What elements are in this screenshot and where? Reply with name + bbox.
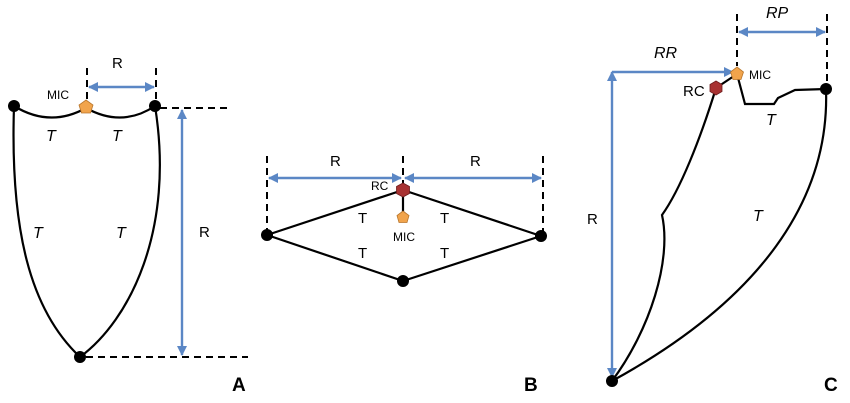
panel-b-edge-upper-left-label: T	[358, 210, 367, 227]
panel-b-rc-label: RC	[371, 179, 389, 193]
panel-a-dim-side-label: R	[199, 224, 210, 241]
panel-a-edge-top-left-label: T	[46, 128, 57, 145]
panel-b-rc-marker	[396, 182, 410, 198]
panel-a-edge-side-left-label: T	[33, 225, 44, 242]
panel-c-node-right	[820, 83, 832, 95]
panel-a-dim-top-label: R	[112, 55, 123, 72]
panel-c-rc-label: RC	[683, 83, 705, 100]
panel-b-edge-upper-right-label: T	[440, 210, 449, 227]
panel-b-node-bottom	[397, 275, 409, 287]
panel-c: RP RR R RC MIC T T C	[587, 5, 838, 396]
panel-c-dim-top-label: RP	[766, 5, 789, 22]
panel-a-edge-side-right	[79, 105, 161, 358]
panel-c-edge-left-branch	[611, 87, 718, 382]
panel-c-dim-side-label: R	[587, 211, 598, 228]
panel-b: R R RC MIC T T T T B	[261, 153, 547, 396]
panel-c-rc-marker	[709, 80, 723, 96]
panel-c-node-bottom	[606, 375, 618, 387]
panel-a-edge-top-left	[13, 105, 87, 119]
panel-b-edge-lower-right-label: T	[440, 245, 449, 262]
panel-a-edge-top-right	[85, 105, 156, 119]
panel-c-mic-label: MIC	[749, 68, 771, 82]
panel-b-dim-right-label: R	[470, 153, 481, 170]
panel-a: R R MIC T T T T A	[8, 55, 248, 396]
panel-c-edge-side	[611, 88, 828, 382]
panel-b-mic-label: MIC	[393, 230, 415, 244]
panel-c-edge-top-label: T	[766, 112, 777, 129]
panel-b-node-right	[535, 230, 547, 242]
panel-b-dim-left-label: R	[330, 153, 341, 170]
panel-c-edge-side-label: T	[753, 208, 764, 225]
panel-a-label: A	[232, 375, 246, 396]
panel-b-node-left	[261, 229, 273, 241]
panel-b-edge-lower-left	[266, 233, 404, 283]
panel-a-mic-marker	[78, 99, 94, 114]
panel-b-edge-lower-right	[402, 234, 542, 283]
panel-c-mic-marker	[730, 66, 744, 80]
panel-a-edge-side-right-label: T	[116, 225, 127, 242]
panel-b-edge-lower-left-label: T	[358, 245, 367, 262]
panel-c-dim-left-label: RR	[654, 45, 678, 62]
panel-b-edge-upper-right	[402, 188, 542, 238]
panel-a-node-bottom	[74, 351, 86, 363]
panel-b-label: B	[524, 375, 538, 396]
panel-c-label: C	[824, 375, 838, 396]
panel-a-edge-side-left	[12, 105, 81, 358]
panel-b-mic-marker	[396, 210, 410, 223]
panel-b-edge-upper-left	[266, 188, 404, 237]
panel-a-mic-label: MIC	[47, 88, 69, 102]
panel-a-node-right	[149, 100, 161, 112]
panel-a-node-left	[8, 100, 20, 112]
panel-a-edge-top-right-label: T	[112, 128, 123, 145]
